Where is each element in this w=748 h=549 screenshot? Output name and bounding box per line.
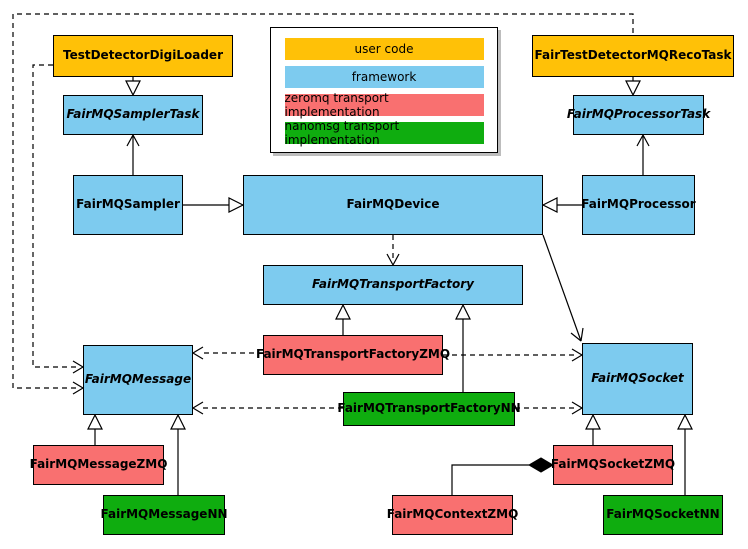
- node-fairmq-sampler-task: FairMQSamplerTask: [63, 95, 203, 135]
- node-fairmq-message-zmq: FairMQMessageZMQ: [30, 445, 167, 485]
- edge-recotask-to-processortask: [625, 77, 641, 97]
- edge-factorynn-to-socket: [515, 401, 583, 415]
- edge-digiloader-to-samplertask: [125, 77, 141, 97]
- edge-messagezmq-to-message: [87, 413, 103, 445]
- node-fairmq-message: FairMQMessage: [83, 345, 193, 415]
- node-fairmq-processor: FairMQProcessor: [581, 175, 696, 235]
- edge-processor-to-processortask: [636, 134, 650, 175]
- node-fairmq-sampler: FairMQSampler: [73, 175, 183, 235]
- node-fairmq-transport-factory-zmq: FairMQTransportFactoryZMQ: [256, 335, 450, 375]
- edge-factoryzmq-to-transportfactory: [335, 303, 351, 335]
- edge-messagenn-to-message: [170, 413, 186, 495]
- node-fair-test-detector-mq-reco-task: FairTestDetectorMQRecoTask: [532, 35, 734, 77]
- node-fairmq-processor-task: FairMQProcessorTask: [567, 95, 710, 135]
- node-fairmq-socket-zmq: FairMQSocketZMQ: [551, 445, 675, 485]
- edge-processor-to-device: [541, 197, 582, 213]
- edge-factoryzmq-to-socket: [443, 348, 583, 362]
- edge-digiloader-to-message: [32, 64, 84, 374]
- legend-item-framework: framework: [284, 66, 484, 88]
- edge-device-to-transportfactory: [386, 235, 400, 266]
- edge-factoryzmq-to-message: [192, 346, 263, 360]
- legend-item-user-code: user code: [284, 38, 484, 60]
- legend-item-nanomsg: nanomsg transport implementation: [284, 119, 484, 147]
- edge-device-to-socket: [542, 234, 584, 342]
- node-fairmq-message-nn: FairMQMessageNN: [100, 495, 228, 535]
- edge-recotask-to-message: [12, 13, 634, 395]
- node-fairmq-transport-factory-nn: FairMQTransportFactoryNN: [337, 392, 521, 426]
- node-fairmq-socket: FairMQSocket: [582, 343, 693, 415]
- edge-sampler-to-samplertask: [126, 134, 140, 175]
- edge-socketzmq-to-socket: [585, 413, 601, 445]
- node-fairmq-socket-nn: FairMQSocketNN: [603, 495, 723, 535]
- node-fairmq-device: FairMQDevice: [243, 175, 543, 235]
- edge-socketzmq-contextzmq-composition: [451, 457, 554, 495]
- edge-socketnn-to-socket: [677, 413, 693, 495]
- node-test-detector-digi-loader: TestDetectorDigiLoader: [53, 35, 233, 77]
- node-fairmq-transport-factory: FairMQTransportFactory: [263, 265, 523, 305]
- node-fairmq-context-zmq: FairMQContextZMQ: [387, 495, 518, 535]
- edge-factorynn-to-message: [192, 401, 343, 415]
- legend-item-zeromq: zeromq transport implementation: [284, 91, 484, 119]
- legend: user code framework zeromq transport imp…: [270, 27, 498, 153]
- edge-sampler-to-device: [183, 197, 245, 213]
- edge-factorynn-to-transportfactory: [455, 303, 471, 392]
